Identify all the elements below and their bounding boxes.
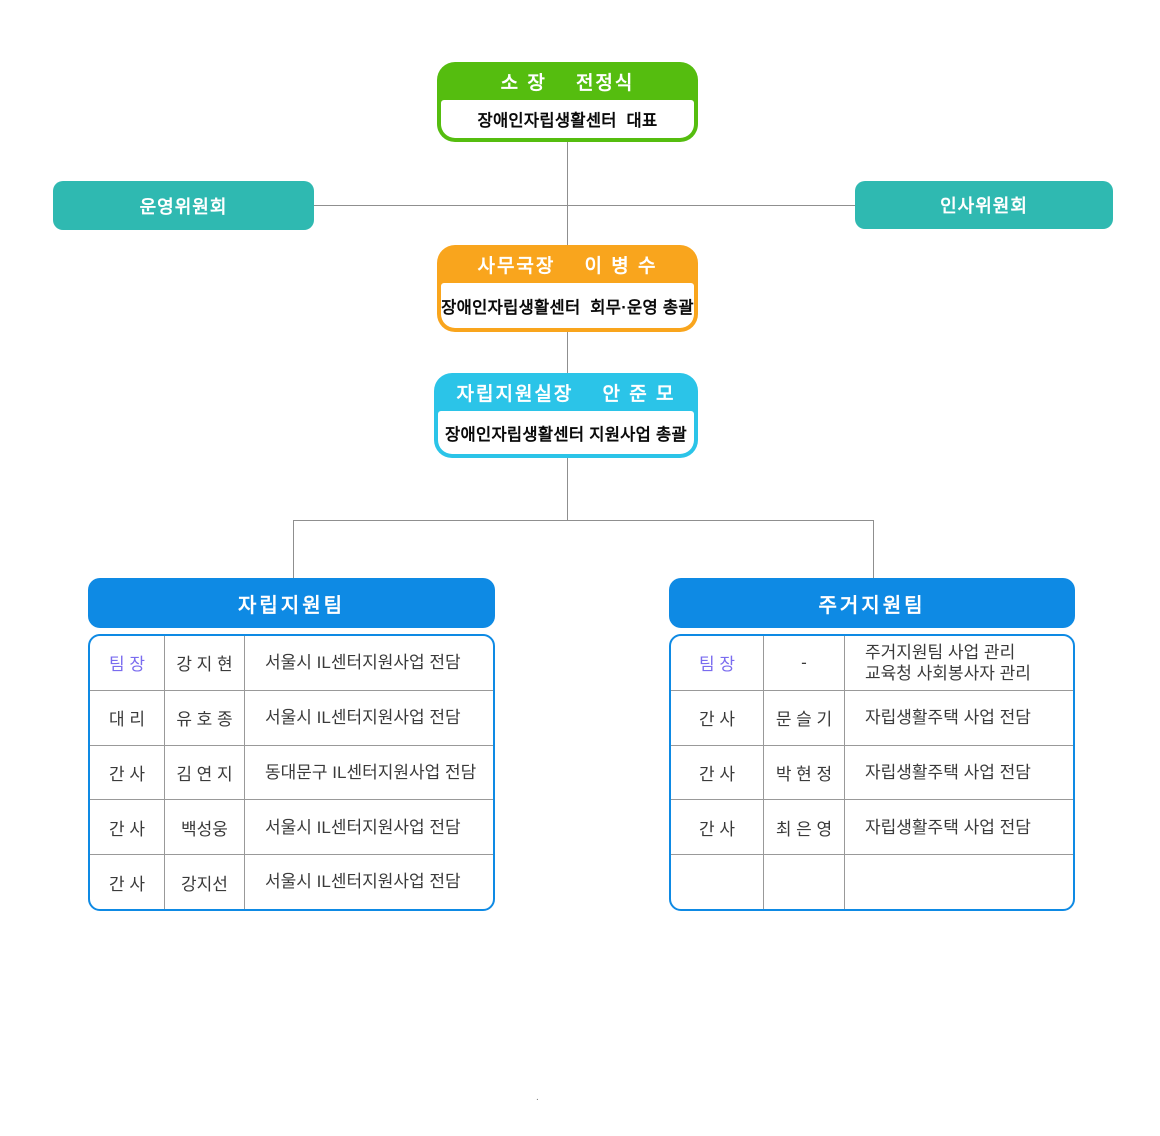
name-cell: 강지선 — [165, 855, 245, 909]
table-row: 팀 장 - 주거지원팀 사업 관리 교육청 사회봉사자 관리 — [671, 636, 1073, 691]
position-cell: 간 사 — [671, 690, 764, 745]
duty-cell: 서울시 IL센터지원사업 전담 — [265, 708, 461, 728]
position-cell: 간 사 — [90, 855, 165, 909]
support-office-head-box: 자립지원실장 안 준 모 장애인자립생활센터 지원사업 총괄 — [434, 373, 698, 458]
director-subtitle: 장애인자립생활센터 대표 — [441, 100, 694, 138]
position-cell: 간 사 — [90, 745, 165, 800]
position-cell: 팀 장 — [671, 636, 764, 690]
team-table-housing-support: 팀 장 - 주거지원팀 사업 관리 교육청 사회봉사자 관리 간 사 문 슬 기… — [669, 634, 1075, 911]
table-row: 간 사 김 연 지 동대문구 IL센터지원사업 전담 — [90, 745, 493, 801]
table-row: 팀 장 강 지 현 서울시 IL센터지원사업 전담 — [90, 636, 493, 691]
duty-cell: 자립생활주택 사업 전담 — [865, 762, 1031, 782]
team-header-housing-support: 주거지원팀 — [669, 578, 1075, 628]
duty-cell — [845, 855, 1073, 909]
team-table-independence-support: 팀 장 강 지 현 서울시 IL센터지원사업 전담 대 리 유 호 종 서울시 … — [88, 634, 495, 911]
table-row: 간 사 최 은 영 자립생활주택 사업 전담 — [671, 800, 1073, 856]
connector-line — [293, 520, 294, 578]
duty-cell: 주거지원팀 사업 관리 교육청 사회봉사자 관리 — [865, 642, 1031, 683]
footer-dot: . — [536, 1092, 539, 1103]
secretary-general-title: 사무국장 이 병 수 — [477, 255, 658, 277]
team-header-independence-support: 자립지원팀 — [88, 578, 495, 628]
director-box: 소 장 전정식 장애인자립생활센터 대표 — [437, 62, 698, 142]
position-cell: 간 사 — [90, 800, 165, 855]
connector-line — [567, 332, 568, 373]
connector-line — [567, 458, 568, 520]
duty-cell: 서울시 IL센터지원사업 전담 — [265, 872, 461, 892]
support-office-head-subtitle: 장애인자립생활센터 지원사업 총괄 — [438, 411, 694, 454]
duty-cell: 자립생활주택 사업 전담 — [865, 708, 1031, 728]
steering-committee-box: 운영위원회 — [53, 181, 314, 230]
name-cell: 강 지 현 — [165, 636, 245, 690]
position-cell: 간 사 — [671, 800, 764, 855]
secretary-general-box: 사무국장 이 병 수 장애인자립생활센터 회무·운영 총괄 — [437, 245, 698, 332]
duty-cell: 자립생활주택 사업 전담 — [865, 817, 1031, 837]
personnel-committee-box: 인사위원회 — [855, 181, 1113, 229]
position-cell: 팀 장 — [90, 636, 165, 690]
duty-cell: 서울시 IL센터지원사업 전담 — [265, 653, 461, 673]
position-cell: 대 리 — [90, 690, 165, 745]
connector-line — [873, 520, 874, 578]
name-cell: 박 현 정 — [764, 745, 845, 800]
table-row — [671, 855, 1073, 909]
support-office-head-title: 자립지원실장 안 준 모 — [456, 383, 676, 405]
name-cell — [764, 855, 845, 909]
name-cell: 문 슬 기 — [764, 690, 845, 745]
position-cell: 간 사 — [671, 745, 764, 800]
name-cell: - — [764, 636, 845, 690]
position-cell — [671, 855, 764, 909]
table-row: 대 리 유 호 종 서울시 IL센터지원사업 전담 — [90, 690, 493, 746]
secretary-general-subtitle: 장애인자립생활센터 회무·운영 총괄 — [441, 283, 694, 328]
table-row: 간 사 박 현 정 자립생활주택 사업 전담 — [671, 745, 1073, 801]
connector-line — [314, 205, 855, 206]
table-row: 간 사 강지선 서울시 IL센터지원사업 전담 — [90, 855, 493, 909]
name-cell: 백성웅 — [165, 800, 245, 855]
connector-line — [293, 520, 874, 521]
name-cell: 최 은 영 — [764, 800, 845, 855]
duty-cell: 서울시 IL센터지원사업 전담 — [265, 817, 461, 837]
table-row: 간 사 백성웅 서울시 IL센터지원사업 전담 — [90, 800, 493, 856]
duty-cell: 동대문구 IL센터지원사업 전담 — [265, 762, 477, 782]
connector-line — [567, 142, 568, 245]
director-title: 소 장 전정식 — [500, 72, 635, 94]
name-cell: 유 호 종 — [165, 690, 245, 745]
table-row: 간 사 문 슬 기 자립생활주택 사업 전담 — [671, 690, 1073, 746]
name-cell: 김 연 지 — [165, 745, 245, 800]
